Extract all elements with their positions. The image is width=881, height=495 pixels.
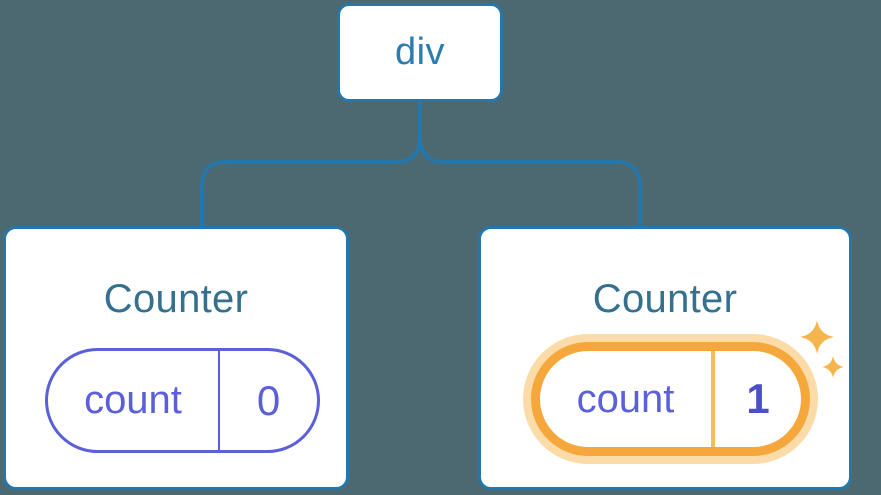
state-value: 0 xyxy=(256,376,281,424)
counter-card-left: Counter count 0 xyxy=(3,226,349,490)
pill-divider xyxy=(711,351,715,447)
state-key-label: count xyxy=(84,378,182,422)
state-value: 1 xyxy=(746,375,770,422)
sparkles-icon xyxy=(800,320,844,378)
component-title: Counter xyxy=(103,277,249,321)
sparkle-large xyxy=(800,320,834,354)
state-key-section: count xyxy=(540,351,711,447)
state-key-label: count xyxy=(576,376,675,421)
component-title: Counter xyxy=(592,277,738,321)
counter-card-right: Counter count 1 xyxy=(478,226,852,490)
root-node-div: div xyxy=(337,3,503,102)
state-pill: count 0 xyxy=(45,348,320,453)
state-value-section: 0 xyxy=(220,351,317,450)
state-key-section: count xyxy=(48,351,218,450)
root-node-label: div xyxy=(394,31,446,73)
state-pill-highlighted: count 1 xyxy=(531,342,810,456)
pill-divider xyxy=(218,351,220,450)
sparkle-small xyxy=(822,356,844,378)
state-value-section: 1 xyxy=(715,351,801,447)
connector-right-branch xyxy=(418,100,642,228)
connector-left-branch xyxy=(200,100,422,228)
